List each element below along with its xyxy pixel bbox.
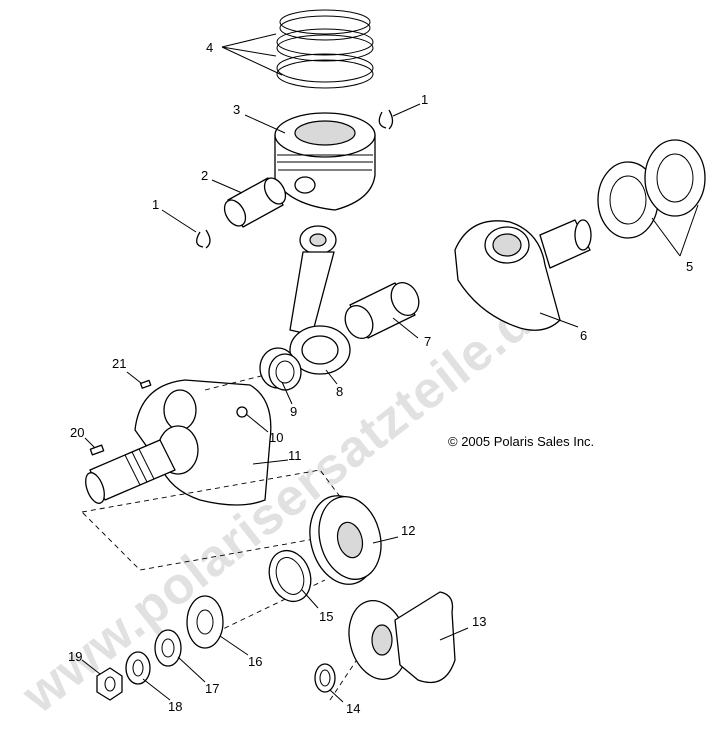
callout-17: 17 <box>205 681 219 696</box>
callout-numbers: 4 3 1 2 1 5 6 7 8 9 21 10 11 20 12 13 15… <box>68 40 693 716</box>
callout-16: 16 <box>248 654 262 669</box>
callout-15: 15 <box>319 609 333 624</box>
washer-14 <box>314 663 336 693</box>
circlip-left <box>196 229 211 249</box>
balance-shaft <box>348 591 456 684</box>
copyright-text: © 2005 Polaris Sales Inc. <box>448 434 594 449</box>
callout-13: 13 <box>472 614 486 629</box>
slotted-nut <box>154 629 182 667</box>
piston-rings <box>276 9 374 89</box>
piston-pin <box>223 177 287 228</box>
callout-9: 9 <box>290 404 297 419</box>
callout-21: 21 <box>112 356 126 371</box>
crankshaft-left <box>85 379 272 506</box>
main-bearings <box>597 139 706 239</box>
crankshaft-right <box>454 219 592 331</box>
callout-8: 8 <box>336 384 343 399</box>
callout-11: 11 <box>288 448 302 463</box>
callout-4: 4 <box>206 40 213 55</box>
connecting-rod <box>289 225 351 375</box>
circlip-right <box>378 109 394 130</box>
callout-3: 3 <box>233 102 240 117</box>
callout-19: 19 <box>68 649 82 664</box>
crank-pin <box>344 281 420 340</box>
callout-10: 10 <box>269 430 283 445</box>
callout-18: 18 <box>168 699 182 714</box>
callout-14: 14 <box>346 701 360 716</box>
callout-7: 7 <box>424 334 431 349</box>
needle-bearing <box>259 347 302 391</box>
callout-1-left: 1 <box>152 197 159 212</box>
oil-plug <box>236 406 248 418</box>
callout-1-top: 1 <box>421 92 428 107</box>
washer-18 <box>125 651 151 685</box>
piston <box>274 112 376 211</box>
callout-6: 6 <box>580 328 587 343</box>
callout-20: 20 <box>70 425 84 440</box>
woodruff-key <box>89 444 105 456</box>
callout-2: 2 <box>201 168 208 183</box>
callout-12: 12 <box>401 523 415 538</box>
thrust-washer <box>268 549 312 603</box>
callout-5: 5 <box>686 259 693 274</box>
drive-gear <box>186 595 224 649</box>
crank-gear <box>309 495 382 585</box>
dowel-pin <box>139 379 152 389</box>
leader-lines <box>81 33 699 703</box>
nut-19 <box>96 667 123 701</box>
